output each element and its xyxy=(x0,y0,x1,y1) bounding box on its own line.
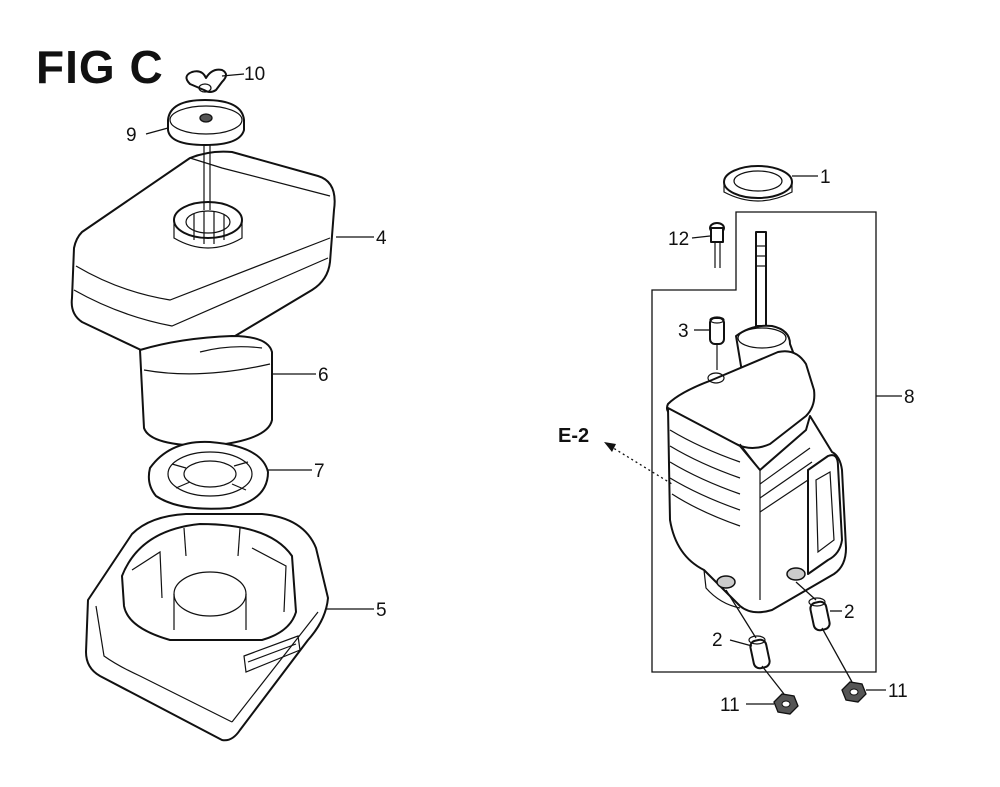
figure-title: FIG C xyxy=(36,41,164,93)
callout-group-left: 10 9 4 6 7 5 xyxy=(126,64,387,621)
callout-2-upper: 2 xyxy=(844,602,855,623)
nut-part-b xyxy=(841,681,867,703)
reference-label-e2: E-2 xyxy=(558,425,589,447)
callout-group-right: 1 12 3 8 2 2 11 11 E-2 xyxy=(558,167,915,716)
callout-11-right: 11 xyxy=(888,681,908,702)
callout-8: 8 xyxy=(904,387,915,408)
dowel-pin-part-a xyxy=(748,635,771,670)
stud-part xyxy=(755,231,767,327)
assembly-bracket-8 xyxy=(651,211,902,673)
tank-body-part-8 xyxy=(666,324,847,614)
bolt-part xyxy=(709,222,725,268)
callout-5: 5 xyxy=(376,600,387,621)
air-cleaner-case-part xyxy=(85,513,329,742)
air-cleaner-cover-part xyxy=(70,145,336,365)
callout-3: 3 xyxy=(678,321,689,342)
callout-4: 4 xyxy=(376,228,387,249)
callout-2-lower: 2 xyxy=(712,630,723,651)
filter-element-part xyxy=(139,335,273,447)
callout-10: 10 xyxy=(244,64,265,85)
wing-nut-part xyxy=(185,68,227,93)
nut-part-a xyxy=(773,693,799,715)
callout-6: 6 xyxy=(318,365,329,386)
callout-1: 1 xyxy=(820,167,831,188)
e2-reference-arrow xyxy=(604,442,673,485)
seal-washer-part xyxy=(167,99,245,146)
callout-9: 9 xyxy=(126,125,137,146)
dowel-pin-part-b xyxy=(808,597,831,632)
ring-seal-part xyxy=(723,165,793,202)
gasket-part xyxy=(147,440,269,510)
callout-12: 12 xyxy=(668,229,689,250)
callout-7: 7 xyxy=(314,461,325,482)
callout-11-left: 11 xyxy=(720,695,740,716)
collar-part-3 xyxy=(709,316,725,370)
